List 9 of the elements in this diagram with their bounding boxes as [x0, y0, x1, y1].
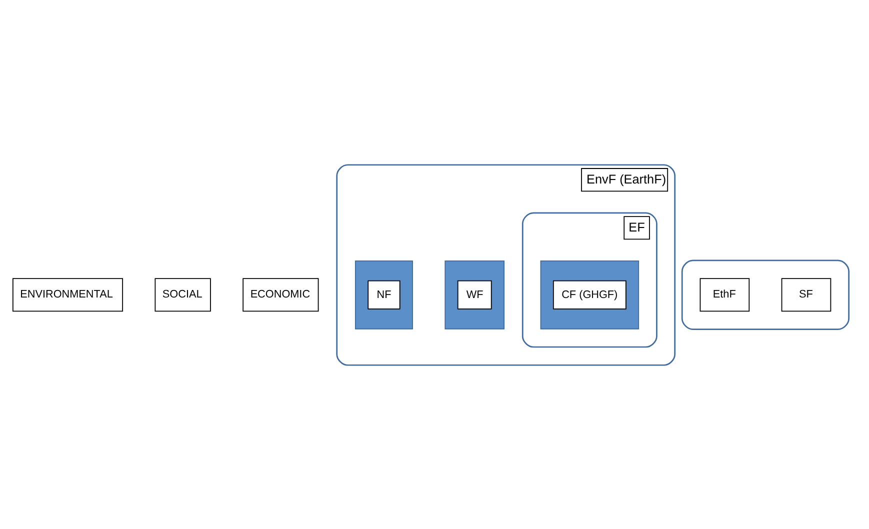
node-box: ECONOMIC	[242, 278, 319, 312]
node-box: WF	[444, 260, 504, 329]
node-box: ENVIRONMENTAL	[12, 278, 124, 312]
cluster	[681, 259, 850, 330]
node-box: SF	[781, 278, 832, 312]
node-box: EthF	[700, 278, 750, 312]
node-box: SOCIAL	[154, 278, 211, 312]
node-box: CF (GHGF)	[540, 260, 640, 329]
node-box: NF	[354, 260, 413, 329]
